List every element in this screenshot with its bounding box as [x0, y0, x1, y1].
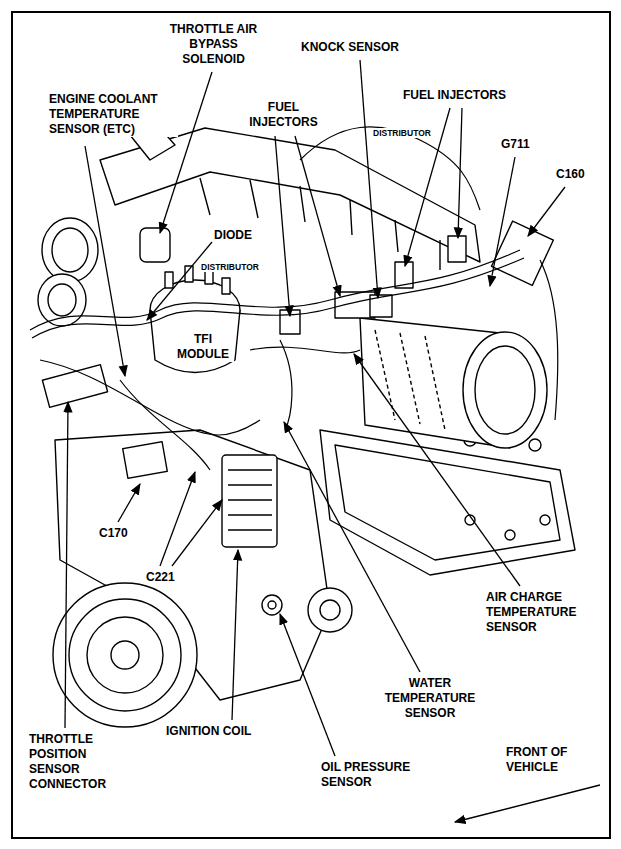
- engine-drawing-part: [52, 228, 88, 272]
- engine-drawing-part: [87, 617, 163, 693]
- engine-drawing-part: [228, 470, 272, 530]
- leader-lines-part: [275, 136, 290, 316]
- leader-lines-part: [85, 146, 125, 376]
- engine-drawing-part: [111, 641, 139, 669]
- engine-drawing-part: [448, 236, 466, 262]
- engine-drawing-part-part: [185, 266, 193, 282]
- part-label: WATER TEMPERATURE SENSOR: [378, 676, 482, 721]
- leader-lines-part: [147, 242, 212, 320]
- part-label: KNOCK SENSOR: [300, 40, 422, 55]
- engine-drawing-part: [463, 332, 547, 448]
- leader-lines-part: [360, 60, 378, 298]
- part-label: DIODE: [213, 228, 265, 243]
- wiring-harness-part: [120, 380, 210, 470]
- part-label: DISTRIBUTOR: [372, 128, 440, 138]
- engine-drawing-part-part: [505, 530, 515, 540]
- part-label: C221: [145, 570, 189, 585]
- leader-lines-part: [458, 108, 462, 238]
- wiring-harness-part: [280, 340, 292, 430]
- engine-drawing-part-part: [165, 272, 173, 288]
- engine-drawing-part: [222, 455, 277, 547]
- engine-drawing-part: [375, 330, 445, 430]
- engine-drawing-part: [100, 128, 480, 262]
- leader-lines-part: [172, 500, 222, 566]
- engine-drawing-part: [308, 588, 352, 632]
- engine-drawing-part-part: [529, 439, 541, 451]
- leader-lines-part: [280, 614, 335, 756]
- leader-lines-part: [455, 785, 600, 822]
- part-label: FUEL INJECTORS: [402, 88, 539, 103]
- engine-drawing-part: [140, 228, 170, 262]
- wiring-harness-part: [540, 260, 558, 420]
- part-label: FRONT OF VEHICLE: [505, 745, 595, 775]
- engine-drawing-part: [475, 346, 535, 434]
- leader-lines-part: [284, 422, 420, 672]
- part-label: G711: [500, 137, 542, 152]
- leader-lines-part: [528, 187, 565, 236]
- part-label: C170: [98, 526, 140, 541]
- engine-drawing-part: [262, 595, 282, 615]
- leader-lines-part: [354, 354, 520, 586]
- engine-drawing-part: [268, 601, 276, 609]
- part-label: FUEL INJECTORS: [235, 100, 332, 130]
- part-label: TFI MODULE: [172, 332, 234, 362]
- engine-drawing-part-part: [540, 515, 550, 525]
- leader-lines-part: [118, 484, 140, 522]
- leader-lines-part: [232, 550, 238, 720]
- leader-lines-part: [65, 402, 68, 728]
- engine-drawing: [38, 128, 575, 727]
- wiring-harness-part: [30, 250, 520, 330]
- engine-drawing-part: [123, 442, 168, 478]
- wiring-harness-part: [32, 258, 524, 338]
- wiring-harness-part: [250, 347, 360, 353]
- part-label: OIL PRESSURE SENSOR: [320, 760, 432, 790]
- engine-drawing-part: [150, 310, 240, 373]
- wiring-harness: [30, 127, 558, 470]
- engine-drawing-part-part: [222, 278, 230, 294]
- engine-drawing-part: [53, 583, 197, 727]
- part-label: AIR CHARGE TEMPERATURE SENSOR: [485, 590, 599, 635]
- engine-drawing-part: [42, 218, 98, 282]
- part-label: THROTTLE AIR BYPASS SOLENOID: [165, 22, 262, 67]
- part-label: ENGINE COOLANT TEMPERATURE SENSOR (ETC): [48, 92, 178, 137]
- engine-drawing-part: [335, 445, 560, 560]
- wiring-harness-part: [300, 127, 480, 210]
- leader-lines-part: [490, 157, 515, 286]
- engine-drawing-part: [320, 600, 340, 620]
- part-label: IGNITION COIL: [165, 724, 277, 739]
- leader-lines-part: [295, 136, 340, 296]
- leader-lines-part: [160, 472, 195, 566]
- engine-drawing-part: [69, 599, 181, 711]
- leader-lines: [65, 60, 600, 822]
- frame: [12, 12, 610, 838]
- part-label: DISTRIBUTOR: [200, 262, 270, 272]
- part-label: C160: [555, 167, 599, 182]
- part-label: THROTTLE POSITION SENSOR CONNECTOR: [28, 732, 120, 792]
- wiring-harness-part: [40, 360, 260, 435]
- engine-drawing-part: [320, 430, 575, 575]
- engine-drawing-part: [48, 284, 76, 316]
